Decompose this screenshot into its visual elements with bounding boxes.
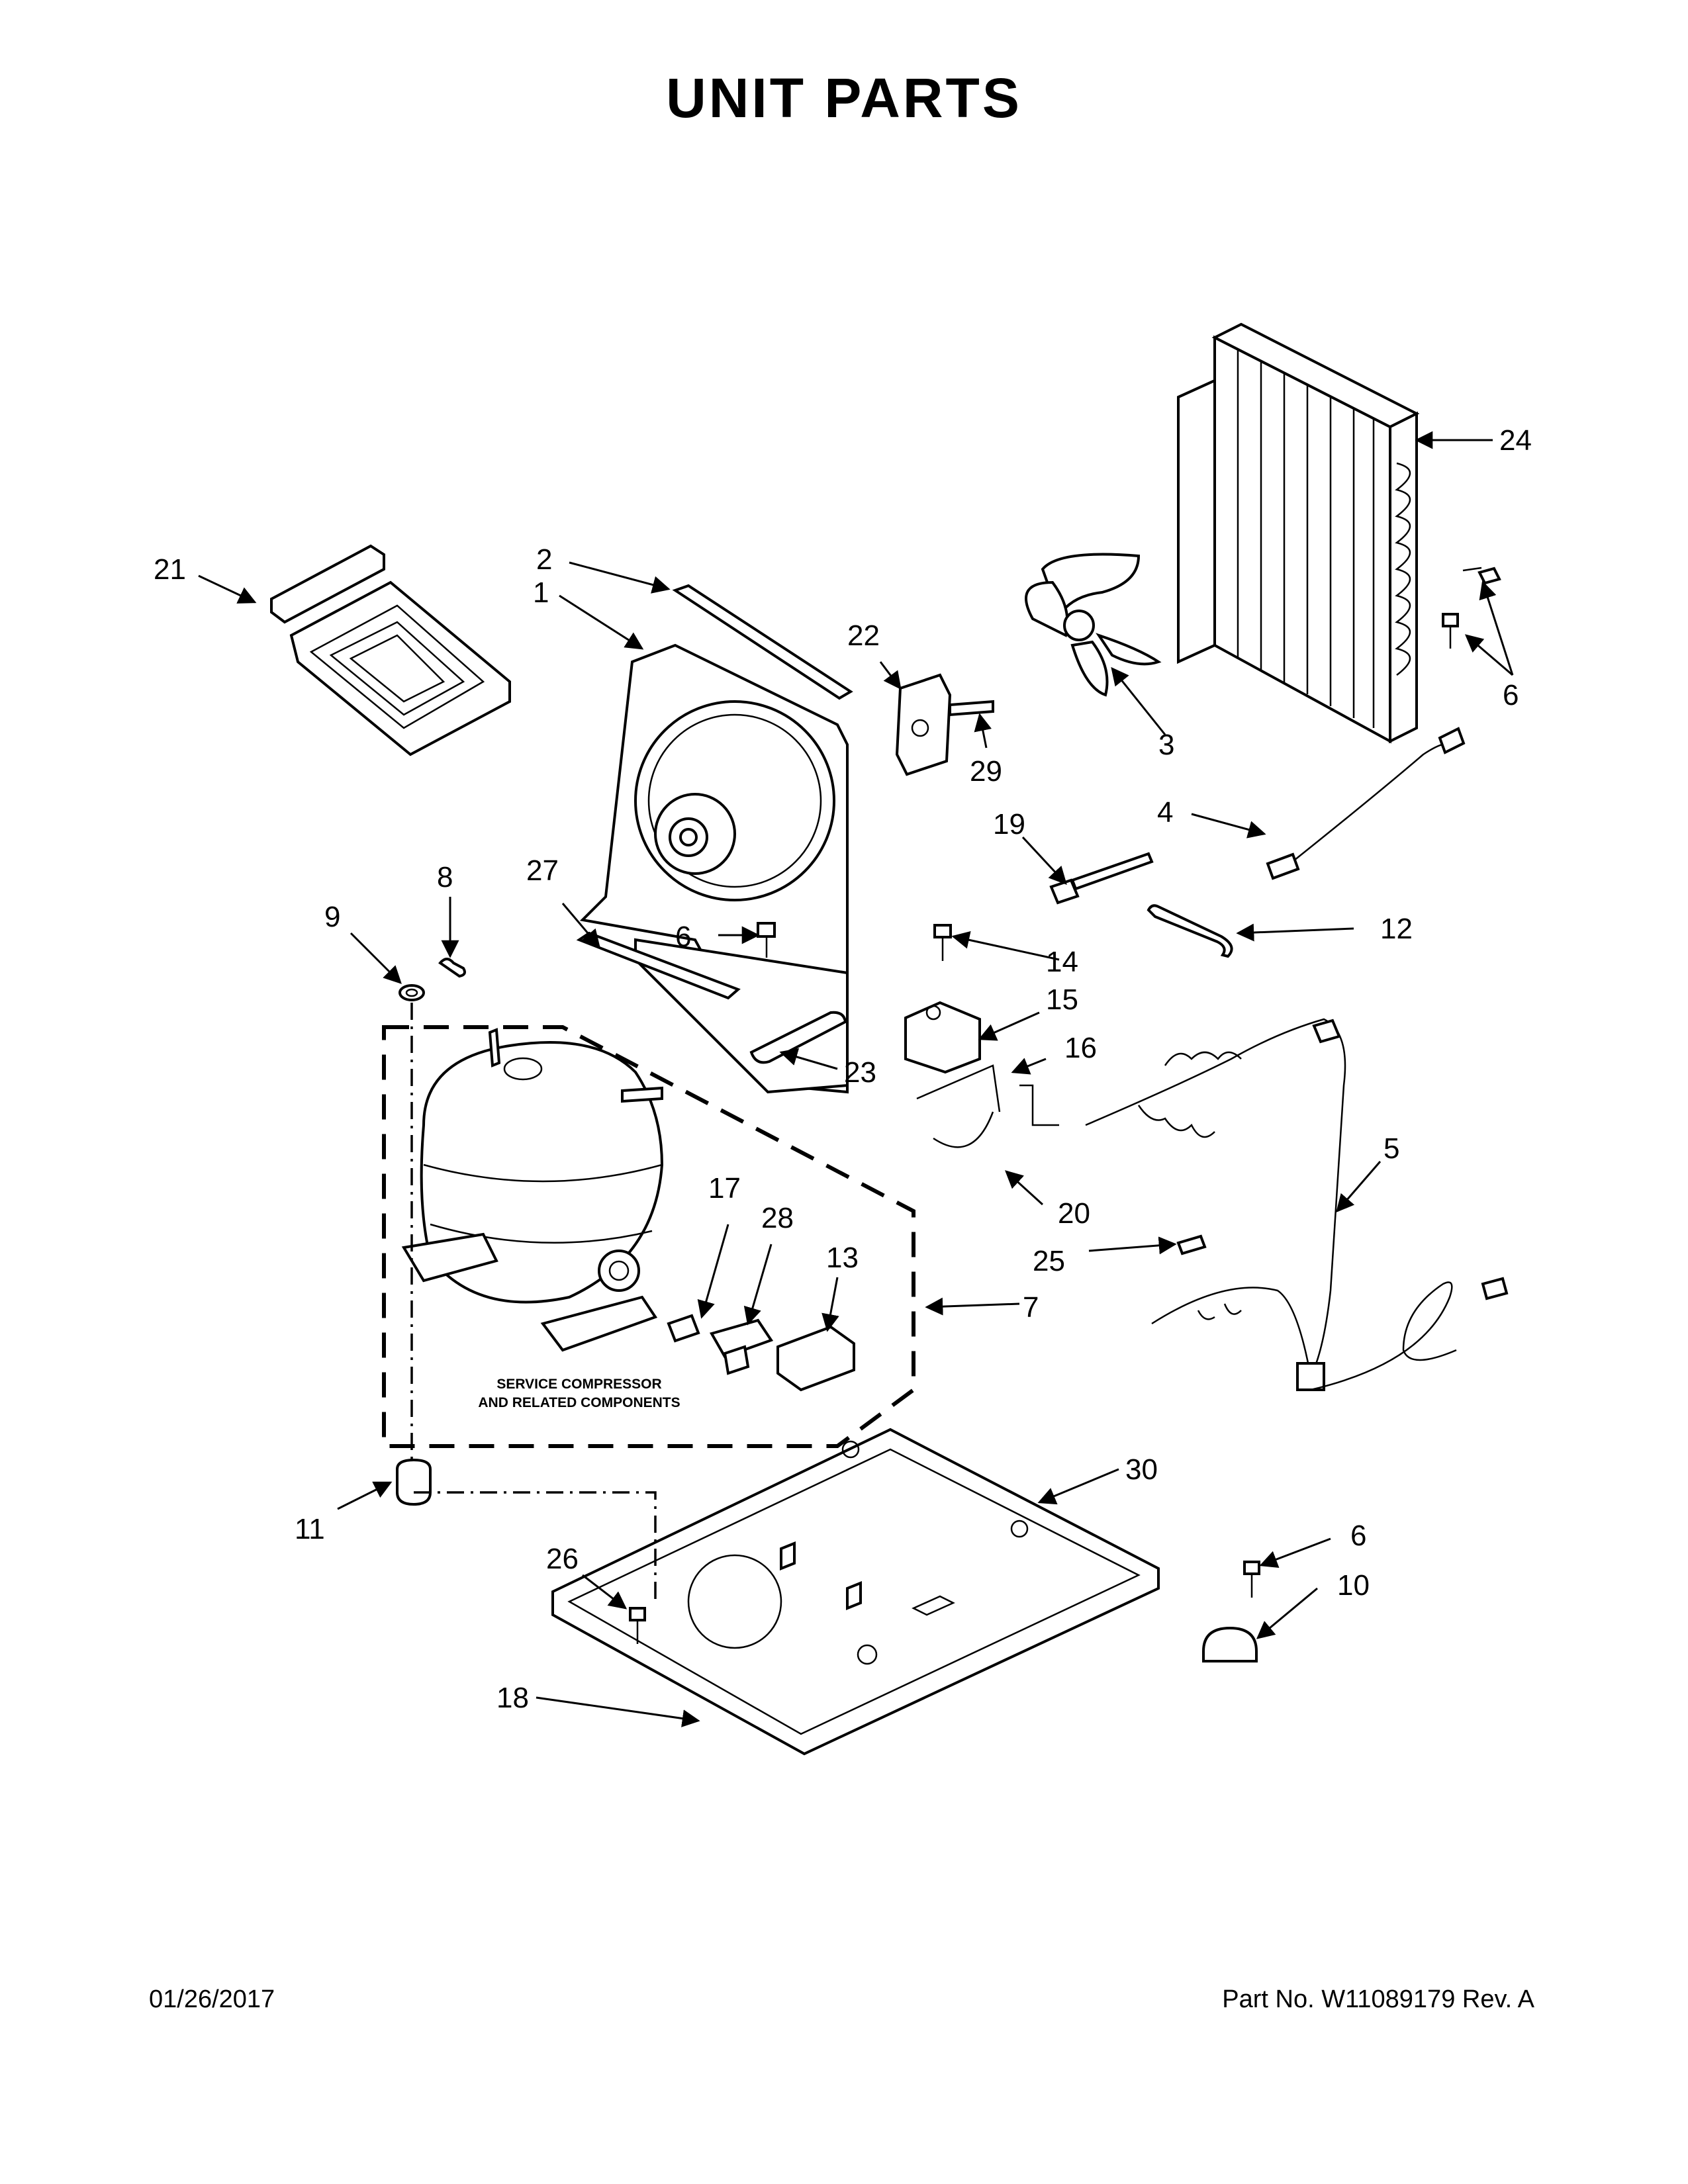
callout-25: 25 <box>1033 1245 1065 1277</box>
callout-18: 18 <box>496 1682 529 1714</box>
condenser-fan-blade <box>1025 553 1162 697</box>
callout-22: 22 <box>847 619 880 652</box>
coil-screws <box>1442 567 1501 649</box>
footer-date: 01/26/2017 <box>149 1985 275 2013</box>
footer-part-number: Part No. W11089179 Rev. A <box>1222 1985 1534 2013</box>
compressor-electrical-parts <box>667 1314 855 1392</box>
callout-28: 28 <box>761 1202 794 1234</box>
drain-tube <box>1147 904 1233 958</box>
service-compressor-boundary <box>382 1025 915 1448</box>
condenser-fan-seal-strip <box>672 584 853 700</box>
callout-labels: 1 2 3 4 5 6 6 6 6 7 8 9 10 11 12 13 14 1… <box>154 424 1532 1714</box>
callout-17: 17 <box>708 1172 741 1205</box>
callout-23: 23 <box>844 1056 876 1089</box>
water-valve-group <box>904 924 1059 1148</box>
callout-8: 8 <box>437 861 453 893</box>
filter-drier <box>749 1011 847 1064</box>
page-title: UNIT PARTS <box>666 67 1022 129</box>
callout-30: 30 <box>1125 1453 1158 1486</box>
callout-10: 10 <box>1337 1569 1370 1602</box>
callout-6-bracket: 6 <box>675 921 691 953</box>
callout-4: 4 <box>1157 796 1173 829</box>
base-pan <box>551 1428 1160 1756</box>
callout-3: 3 <box>1158 729 1174 761</box>
callout-6-clamp: 6 <box>1350 1520 1366 1552</box>
condenser-coil <box>1177 322 1420 744</box>
compressor <box>401 1028 664 1352</box>
service-note-line2: AND RELATED COMPONENTS <box>478 1395 680 1410</box>
callout-27: 27 <box>526 854 559 887</box>
fan-motor-harness <box>1266 727 1466 880</box>
callout-6-coil: 6 <box>1503 679 1519 711</box>
main-wiring-harness <box>1085 1018 1509 1391</box>
callout-7: 7 <box>1023 1291 1039 1324</box>
callout-11: 11 <box>295 1513 325 1545</box>
cable-tie <box>1049 852 1154 905</box>
callout-14: 14 <box>1046 946 1078 978</box>
callout-12: 12 <box>1380 913 1413 945</box>
callout-5: 5 <box>1383 1132 1399 1165</box>
callout-13: 13 <box>826 1242 859 1274</box>
callout-16: 16 <box>1064 1032 1097 1064</box>
callout-26: 26 <box>546 1543 579 1575</box>
callout-19: 19 <box>993 808 1025 841</box>
callout-21: 21 <box>154 553 186 586</box>
condenser-fan-motor <box>895 673 994 776</box>
drain-pan-heater-tray <box>270 544 511 756</box>
mounting-reference-line <box>410 1003 657 1602</box>
callout-15: 15 <box>1046 983 1078 1016</box>
callout-2: 2 <box>536 543 552 576</box>
service-note-line1: SERVICE COMPRESSOR <box>496 1377 661 1392</box>
callout-29: 29 <box>970 755 1002 788</box>
connector-clip <box>1176 1234 1207 1255</box>
callout-20: 20 <box>1058 1197 1090 1230</box>
leader-lines <box>198 431 1514 1727</box>
callout-24: 24 <box>1499 424 1532 457</box>
callout-9: 9 <box>324 901 340 933</box>
callout-1: 1 <box>533 576 549 609</box>
base-hardware <box>629 1561 1260 1662</box>
